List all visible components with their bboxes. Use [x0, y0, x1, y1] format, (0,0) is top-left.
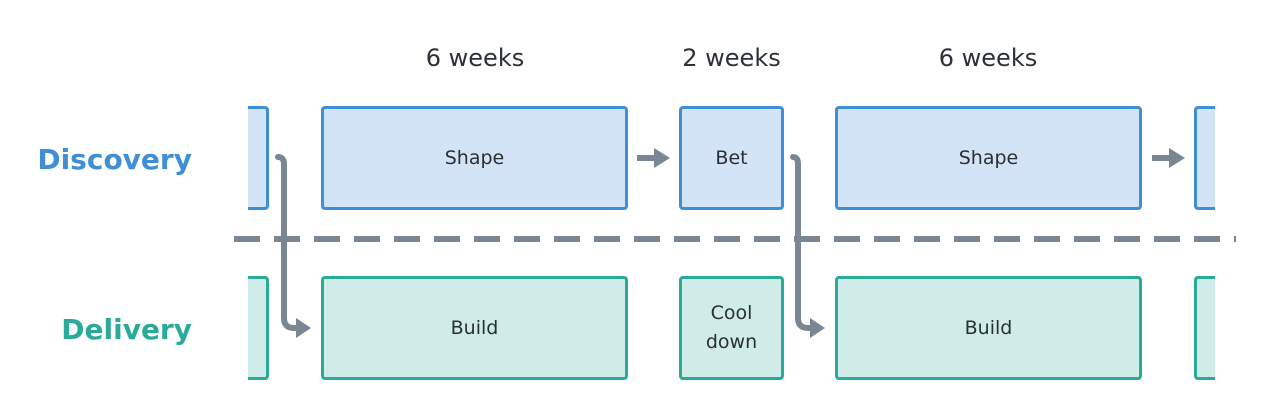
delivery-box-build-2: Build [835, 276, 1142, 380]
arrow-previous-to-build-1 [275, 154, 311, 338]
discovery-box-previous [248, 106, 269, 210]
duration-label-bet: 2 weeks [682, 44, 781, 72]
lane-label-delivery: Delivery [61, 313, 192, 346]
delivery-box-previous [248, 276, 269, 380]
arrow-shape-to-next [1152, 148, 1185, 168]
delivery-box-cooldown-label: Cool down [705, 302, 758, 353]
discovery-box-shape-1: Shape [321, 106, 628, 210]
duration-label-shape-1: 6 weeks [425, 44, 525, 72]
discovery-box-next [1194, 106, 1215, 210]
discovery-box-shape-1-label: Shape [444, 146, 505, 169]
delivery-box-build-2-label: Build [964, 316, 1013, 339]
delivery-box-next [1194, 276, 1215, 380]
arrow-shape-to-bet [637, 148, 670, 168]
delivery-box-cooldown: Cool down [679, 276, 784, 380]
discovery-box-bet-label: Bet [715, 146, 748, 169]
lane-label-discovery: Discovery [37, 143, 192, 176]
delivery-box-build-1: Build [321, 276, 628, 380]
duration-label-shape-2: 6 weeks [938, 44, 1038, 72]
delivery-box-build-1-label: Build [450, 316, 499, 339]
discovery-box-shape-2: Shape [835, 106, 1142, 210]
arrow-bet-to-build-2 [790, 154, 825, 338]
discovery-box-bet: Bet [679, 106, 784, 210]
discovery-box-shape-2-label: Shape [958, 146, 1019, 169]
